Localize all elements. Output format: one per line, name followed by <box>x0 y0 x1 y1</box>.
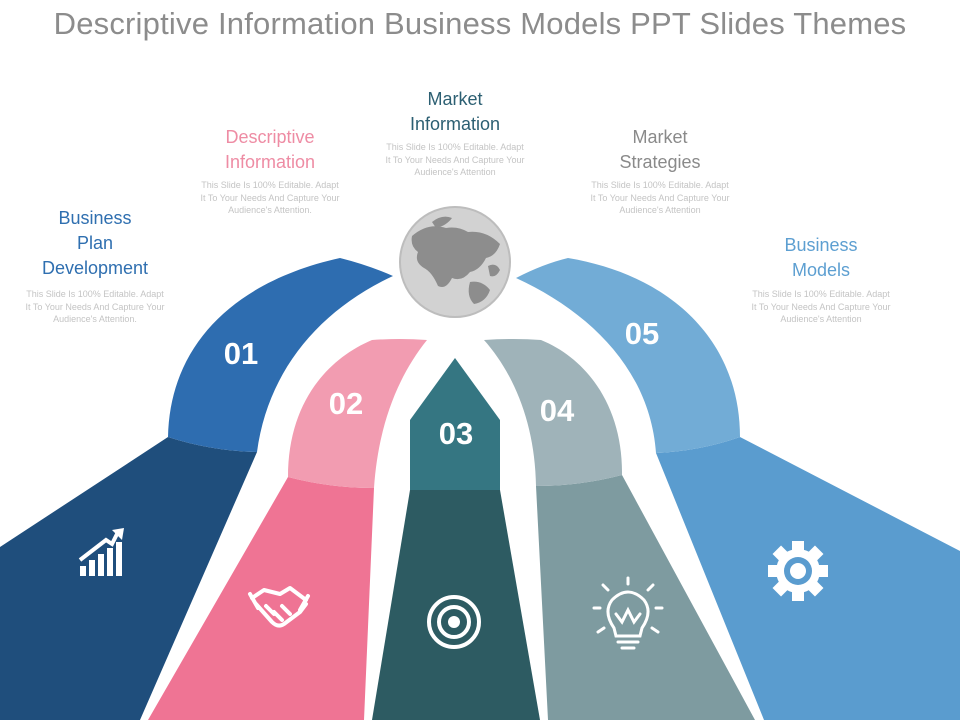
arc-02 <box>288 339 427 488</box>
arc-04 <box>484 339 623 486</box>
growth-chart-icon <box>78 528 124 576</box>
description-01: This Slide Is 100% Editable. Adapt It To… <box>25 289 165 324</box>
description-05: This Slide Is 100% Editable. Adapt It To… <box>751 289 891 324</box>
number-02: 02 <box>329 386 363 421</box>
number-04: 04 <box>540 393 575 428</box>
gear-icon <box>768 541 828 601</box>
band-02 <box>148 477 374 720</box>
slide-title: Descriptive Information Business Models … <box>53 6 907 41</box>
description-04: This Slide Is 100% Editable. Adapt It To… <box>590 180 730 215</box>
heading-04: Market Strategies <box>619 127 701 172</box>
description-03: This Slide Is 100% Editable. Adapt It To… <box>385 142 525 177</box>
arc-01 <box>168 258 393 452</box>
heading-03: Market Information <box>409 89 501 134</box>
band-03 <box>372 490 540 720</box>
number-05: 05 <box>625 316 659 351</box>
description-02: This Slide Is 100% Editable. Adapt It To… <box>200 180 340 215</box>
globe-icon <box>399 206 511 318</box>
target-icon <box>427 595 481 649</box>
arc-03 <box>410 358 500 490</box>
heading-05: Business Models <box>784 235 858 280</box>
band-04 <box>536 475 755 720</box>
number-03: 03 <box>439 416 473 451</box>
heading-02: Descriptive Information <box>224 127 316 172</box>
band-01 <box>0 437 257 720</box>
arc-05 <box>516 258 740 453</box>
handshake-icon <box>248 586 310 628</box>
lightbulb-icon <box>592 576 664 650</box>
heading-01: Business Plan Development <box>41 208 149 278</box>
number-01: 01 <box>224 336 258 371</box>
